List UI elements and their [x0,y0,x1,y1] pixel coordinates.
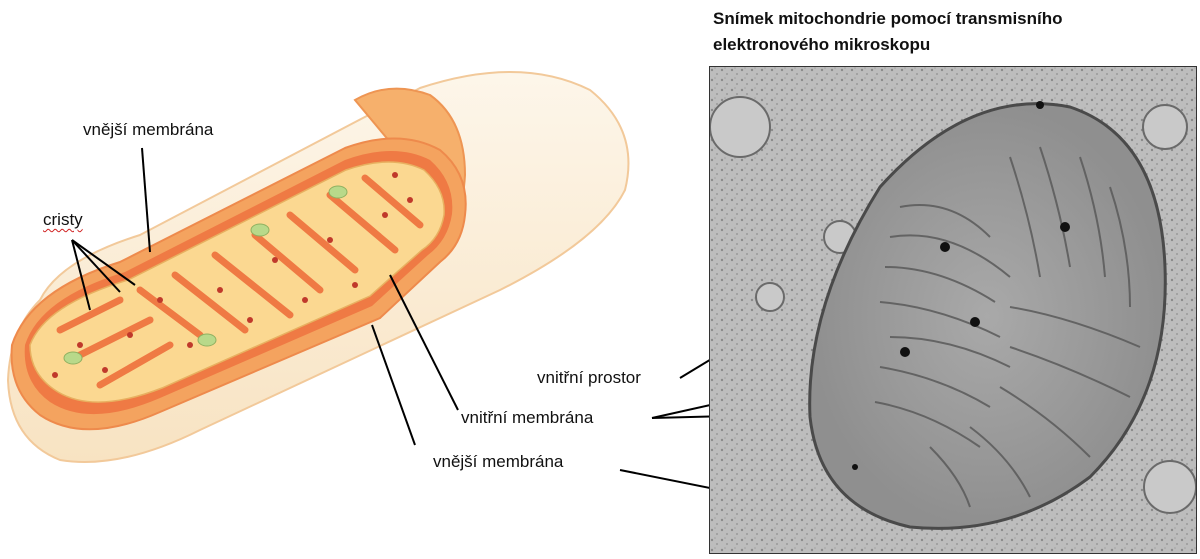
label-outer-membrane-top: vnější membrána [83,120,213,140]
title-line-2: elektronového mikroskopu [713,35,931,54]
tem-cristae [874,146,1141,508]
green-particles [63,185,348,365]
tem-granules [852,101,1070,470]
cristae-folds [56,174,424,389]
title-line-1: Snímek mitochondrie pomocí transmisního [713,9,1063,28]
label-text: vnější membrána [433,452,564,471]
label-inner-space: vnitřní prostor [537,368,641,388]
figure-title: Snímek mitochondrie pomocí transmisního … [713,6,1063,58]
label-outer-membrane-bottom: vnější membrána [433,452,563,472]
tem-micrograph [709,66,1197,554]
label-cristae: cristy [43,210,83,230]
label-text: vnitřní prostor [537,368,641,387]
tem-image [710,67,1196,553]
granules [52,172,413,378]
label-text: cristy [43,210,83,229]
label-inner-membrane: vnitřní membrána [461,408,593,428]
tem-mitochondrion [808,102,1167,530]
matrix [29,161,445,403]
label-text: vnitřní membrána [461,408,594,427]
label-text: vnější membrána [83,120,214,139]
